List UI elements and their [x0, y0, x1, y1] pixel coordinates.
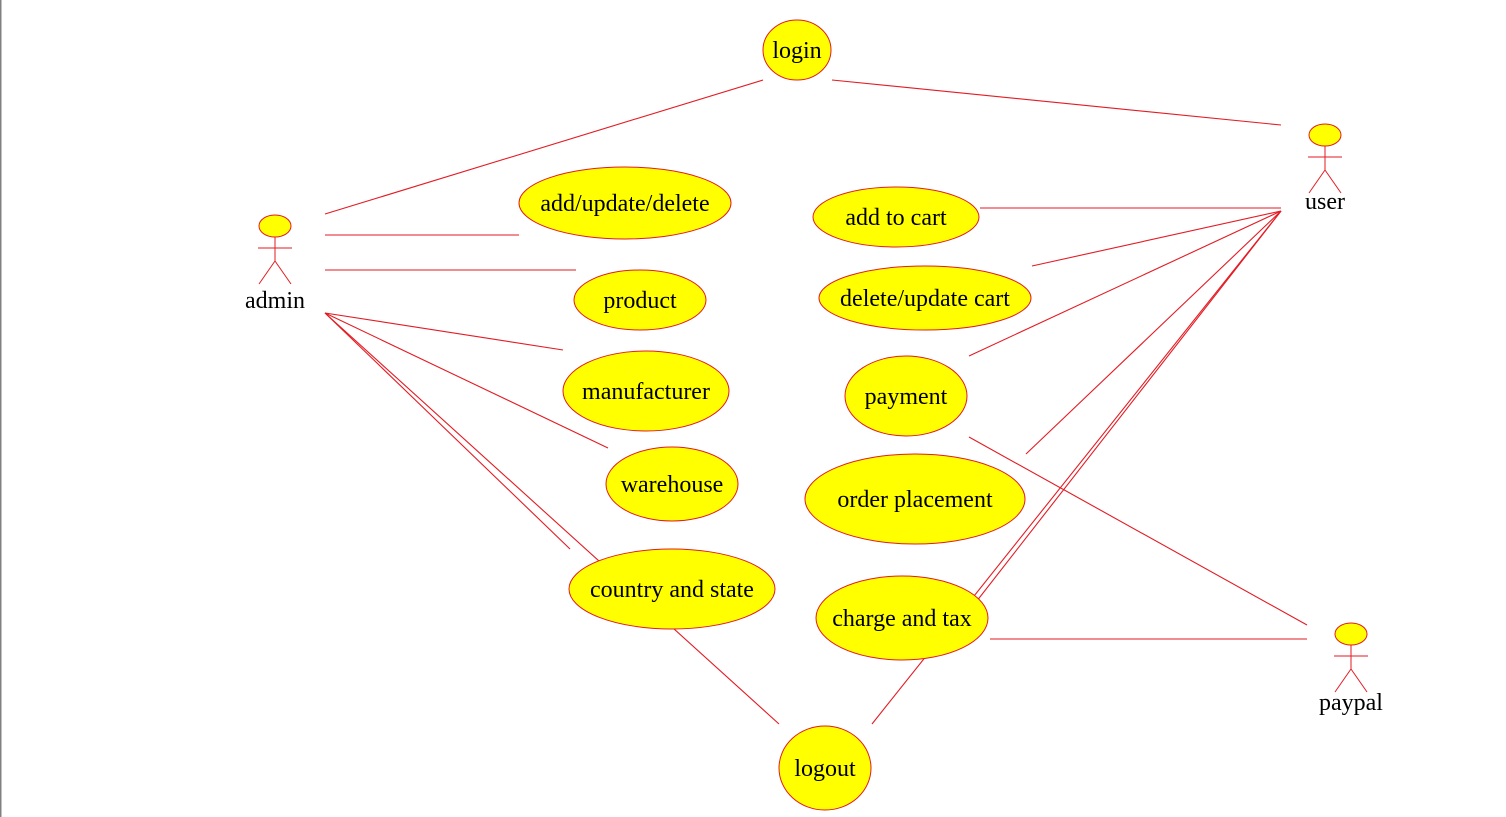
use-case-label: add to cart [845, 205, 947, 231]
use-case-login[interactable]: login [762, 19, 832, 81]
association-admin-manufacturer [324, 312, 564, 351]
association-user-delete-update-cart [1031, 210, 1282, 267]
use-case-ellipse [812, 186, 980, 248]
actor-user[interactable]: user [1305, 123, 1345, 215]
use-case-ellipse [815, 575, 989, 661]
actor-admin[interactable]: admin [245, 214, 305, 314]
use-case-warehouse[interactable]: warehouse [605, 446, 739, 522]
use-case-ellipse [518, 166, 732, 240]
use-case-delete-update-cart[interactable]: delete/update cart [818, 265, 1032, 331]
use-case-ellipse [844, 355, 968, 437]
actor-label: admin [245, 288, 305, 314]
association-paypal-payment [968, 436, 1308, 626]
use-case-add-to-cart[interactable]: add to cart [812, 186, 980, 248]
use-case-label: add/update/delete [540, 191, 709, 217]
use-case-label: country and state [590, 577, 754, 603]
association-user-order-placement [1025, 210, 1282, 455]
actor-head [1308, 123, 1342, 147]
actor-left-leg [1334, 668, 1352, 693]
use-case-ellipse [573, 269, 707, 331]
use-case-manufacturer[interactable]: manufacturer [562, 350, 730, 432]
use-case-product[interactable]: product [573, 269, 707, 331]
association-admin-login [324, 79, 764, 215]
page-left-border [0, 0, 2, 817]
use-case-label: charge and tax [832, 606, 972, 632]
use-case-label: payment [865, 384, 948, 410]
association-admin-country-and-state [324, 312, 571, 550]
actors: admin user paypal [245, 123, 1383, 716]
use-case-charge-and-tax[interactable]: charge and tax [815, 575, 989, 661]
use-case-payment[interactable]: payment [844, 355, 968, 437]
use-case-label: logout [794, 756, 856, 782]
association-lines [324, 79, 1308, 725]
use-case-ellipse [818, 265, 1032, 331]
association-admin-warehouse [324, 312, 609, 449]
use-case-country-and-state[interactable]: country and state [568, 548, 776, 630]
actor-right-leg [274, 260, 292, 285]
actor-head [1334, 622, 1368, 646]
actor-label: paypal [1319, 690, 1383, 716]
use-case-ellipse [804, 453, 1026, 545]
association-user-charge-and-tax [961, 210, 1282, 621]
use-case-order-placement[interactable]: order placement [804, 453, 1026, 545]
association-user-login [831, 79, 1282, 126]
use-case-ellipse [562, 350, 730, 432]
association-admin-logout [324, 312, 780, 725]
use-case-ellipse [605, 446, 739, 522]
actor-left-leg [1308, 169, 1326, 194]
actor-paypal[interactable]: paypal [1319, 622, 1383, 716]
use-case-ellipse [568, 548, 776, 630]
actor-left-leg [258, 260, 276, 285]
use-case-add-update-delete[interactable]: add/update/delete [518, 166, 732, 240]
use-case-label: product [603, 288, 677, 314]
use-case-logout[interactable]: logout [778, 725, 872, 811]
use-case-label: delete/update cart [840, 286, 1010, 312]
use-case-ellipse [778, 725, 872, 811]
association-user-payment [968, 210, 1282, 357]
use-case-label: manufacturer [582, 379, 710, 405]
use-case-ellipse [762, 19, 832, 81]
use-case-label: warehouse [621, 472, 724, 498]
use-case-label: login [772, 38, 821, 64]
actor-label: user [1305, 189, 1345, 215]
actor-right-leg [1324, 169, 1342, 194]
use-cases: login add/update/delete product manufacture… [518, 19, 1032, 811]
actor-head [258, 214, 292, 238]
actor-right-leg [1350, 668, 1368, 693]
use-case-label: order placement [837, 487, 993, 513]
